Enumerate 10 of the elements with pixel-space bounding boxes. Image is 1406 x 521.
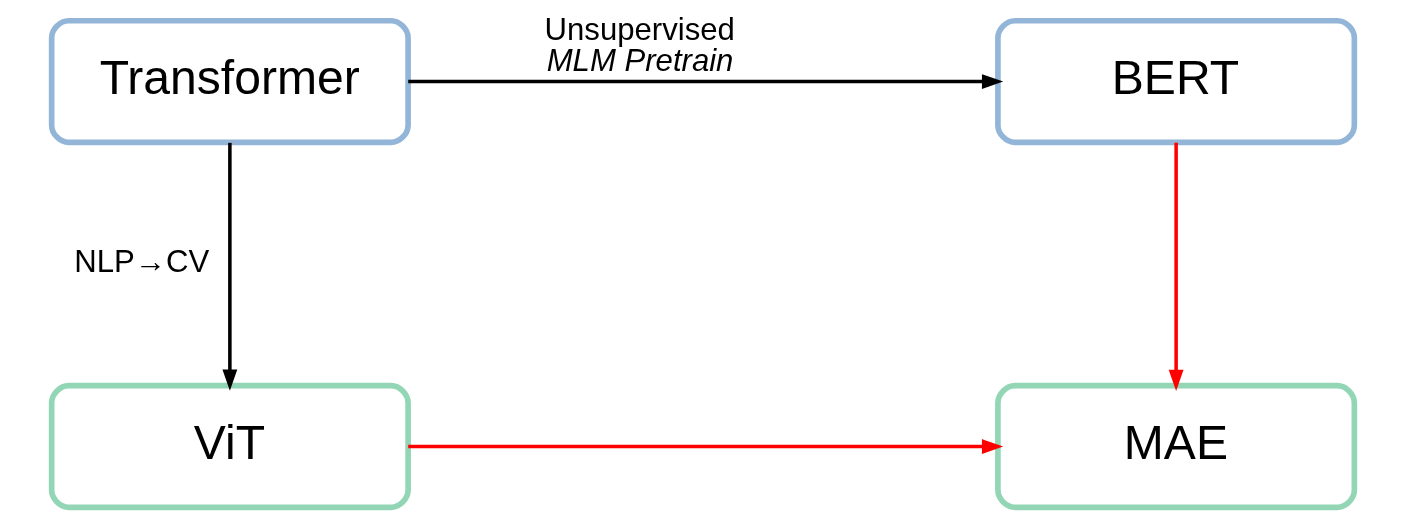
arrow — [1168, 142, 1184, 391]
arrow — [408, 74, 1004, 90]
node-box: ViT — [48, 382, 411, 511]
edge-label: Unsupervised MLM Pretrain — [544, 11, 735, 79]
node-box: BERT — [995, 17, 1358, 146]
arrow — [408, 439, 1004, 454]
arrow — [222, 142, 238, 391]
node-box: MAE — [995, 382, 1358, 511]
node-box: Transformer — [48, 17, 411, 146]
edge-label: NLP→CV — [74, 243, 210, 279]
